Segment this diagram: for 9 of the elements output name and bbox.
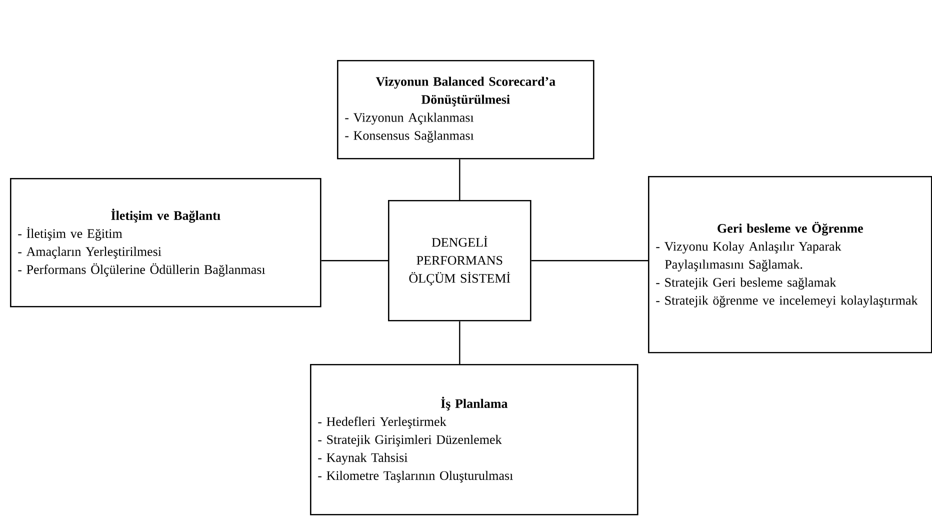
text-box: Vizyonun Balanced Scorecard’a Dönüştürülmesi - Vizyonun Açıklanması - Konsensus Sağlanması bbox=[337, 60, 594, 160]
connector-line bbox=[459, 321, 460, 364]
connector-line bbox=[321, 260, 388, 262]
connector-line bbox=[531, 260, 648, 262]
text-box: İletişim ve Bağlantı - İletişim ve Eğitim - Amaçların Yerleştirilmesi - Performans Ölçülerine Ödüllerin Bağlanması bbox=[10, 178, 322, 308]
text-box: İş Planlama - Hedefleri Yerleştirmek - Stratejik Girişimleri Düzenlemek - Kaynak Tahsisi - Kilometre Taşlarının Oluşturulması bbox=[310, 364, 638, 516]
connector-line bbox=[459, 159, 460, 200]
central-box: DENGELİ PERFORMANS ÖLÇÜM SİSTEMİ bbox=[388, 200, 532, 322]
text-box: Geri besleme ve Öğrenme - Vizyonu Kolay Anlaşılır Yaparak Paylaşılımasını Sağlamak. - Stratejik Geri besleme sağlamak - Stratejik öğrenme ve incelemeyi kolaylaştırmak bbox=[648, 176, 932, 354]
